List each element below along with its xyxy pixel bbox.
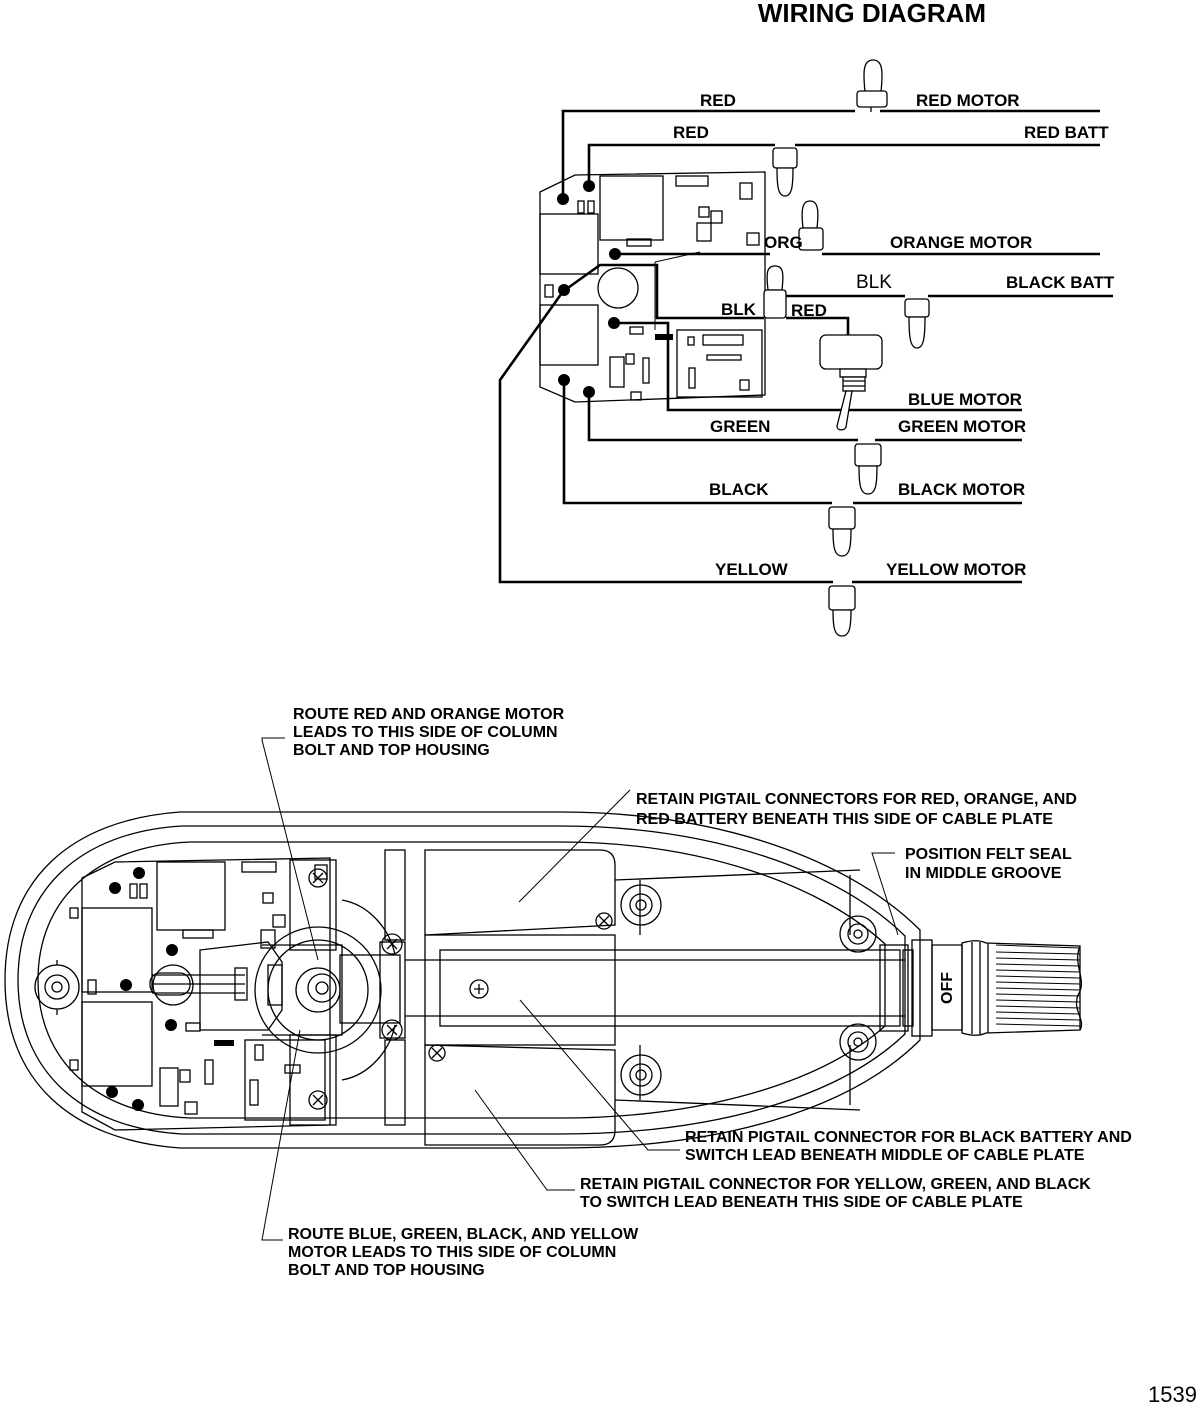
connector-blk-switch [763, 265, 787, 319]
note-line: RETAIN PIGTAIL CONNECTORS FOR RED, ORANG… [636, 791, 1077, 808]
housing-outline [4, 811, 921, 1149]
note-line: ROUTE BLUE, GREEN, BLACK, AND YELLOW [288, 1226, 639, 1243]
diagram-title: WIRING DIAGRAM [758, 0, 986, 28]
connector-red-batt [772, 147, 798, 197]
label-blk-top: BLK [856, 272, 892, 293]
label-orange-motor: ORANGE MOTOR [890, 233, 1032, 252]
note-line: RETAIN PIGTAIL CONNECTOR FOR YELLOW, GRE… [580, 1176, 1091, 1193]
note-route-red-orange: ROUTE RED AND ORANGE MOTOR LEADS TO THIS… [293, 706, 565, 759]
label-red-motor: RED MOTOR [916, 91, 1020, 110]
housing-ribs [614, 869, 861, 1111]
note-line: LEADS TO THIS SIDE OF COLUMN [293, 724, 558, 741]
note-route-blue-green: ROUTE BLUE, GREEN, BLACK, AND YELLOW MOT… [288, 1226, 639, 1279]
note-line: TO SWITCH LEAD BENEATH THIS SIDE OF CABL… [580, 1194, 1023, 1211]
housing-circuit-board [81, 857, 331, 1131]
connector-green-motor [854, 443, 882, 495]
circuit-board [539, 171, 766, 403]
label-red-mid: RED [673, 123, 709, 142]
connector-black-motor [828, 506, 856, 557]
note-retain-red-orange: RETAIN PIGTAIL CONNECTORS FOR RED, ORANG… [636, 791, 1077, 828]
felt-seal-area: OFF [879, 939, 963, 1037]
label-blue-motor: BLUE MOTOR [908, 390, 1022, 409]
column-bolt-assembly [254, 859, 396, 1126]
note-retain-black-battery: RETAIN PIGTAIL CONNECTOR FOR BLACK BATTE… [685, 1129, 1132, 1164]
switch-off-label: OFF [939, 972, 956, 1004]
note-line: BOLT AND TOP HOUSING [293, 742, 490, 759]
top-housing-assembly: OFF [4, 706, 1132, 1279]
left-mount [34, 907, 80, 1071]
note-felt-seal: POSITION FELT SEAL IN MIDDLE GROOVE [905, 846, 1072, 882]
label-green-motor: GREEN MOTOR [898, 417, 1026, 436]
note-line: ROUTE RED AND ORANGE MOTOR [293, 706, 565, 723]
toggle-switch [819, 334, 883, 431]
label-green: GREEN [710, 417, 770, 436]
leader-lines [261, 737, 899, 1241]
tube-shaft [961, 940, 1083, 1036]
label-org: ORG [764, 233, 803, 252]
wiring-schematic: RED RED MOTOR RED RED BATT ORG ORANGE MO… [498, 59, 1115, 637]
label-black: BLACK [709, 480, 769, 499]
mounting-bosses [620, 884, 877, 1096]
note-line: BOLT AND TOP HOUSING [288, 1262, 485, 1279]
figure-number: 1539 [1148, 1382, 1197, 1407]
note-line: RED BATTERY BENEATH THIS SIDE OF CABLE P… [636, 811, 1053, 828]
connector-yellow-motor [828, 585, 856, 637]
note-retain-yellow-green-black: RETAIN PIGTAIL CONNECTOR FOR YELLOW, GRE… [580, 1176, 1091, 1211]
note-line: MOTOR LEADS TO THIS SIDE OF COLUMN [288, 1244, 616, 1261]
label-black-motor: BLACK MOTOR [898, 480, 1025, 499]
label-red-batt: RED BATT [1024, 123, 1109, 142]
cable-plate [405, 849, 905, 1146]
note-line: IN MIDDLE GROOVE [905, 865, 1062, 882]
label-yellow: YELLOW [715, 560, 789, 579]
center-shaft [339, 849, 406, 1126]
note-line: RETAIN PIGTAIL CONNECTOR FOR BLACK BATTE… [685, 1129, 1132, 1146]
connector-red-motor [856, 59, 888, 112]
connector-orange-motor [798, 200, 824, 251]
note-line: POSITION FELT SEAL [905, 846, 1072, 863]
label-blk-left: BLK [721, 300, 757, 319]
label-red-switch: RED [791, 301, 827, 320]
label-yellow-motor: YELLOW MOTOR [886, 560, 1026, 579]
wires [498, 109, 1113, 584]
label-red-top: RED [700, 91, 736, 110]
housing-terminals [106, 867, 178, 1111]
connector-black-batt [904, 298, 930, 349]
note-line: SWITCH LEAD BENEATH MIDDLE OF CABLE PLAT… [685, 1147, 1085, 1164]
label-black-batt: BLACK BATT [1006, 273, 1115, 292]
